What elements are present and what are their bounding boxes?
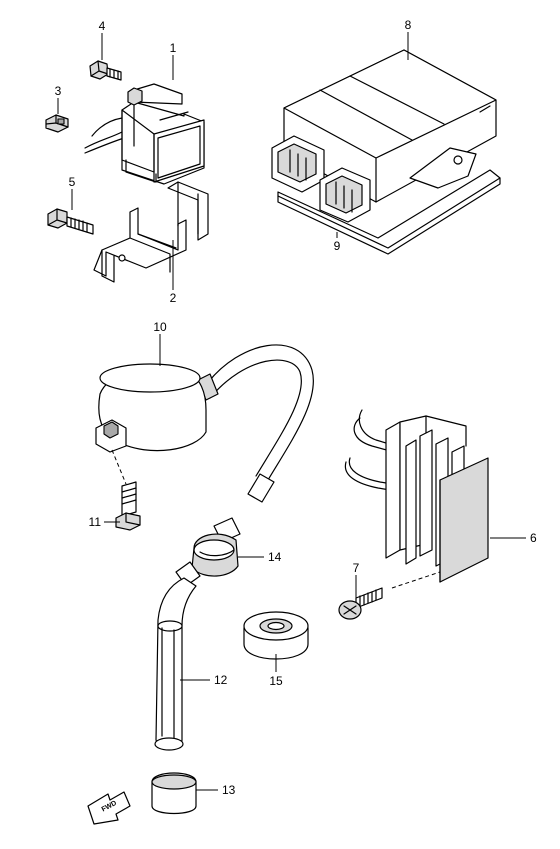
ignition-coil-part-10 bbox=[95, 344, 314, 503]
callout-1: 1 bbox=[170, 41, 177, 55]
callout-4: 4 bbox=[99, 19, 106, 33]
cap-adapter-part-14 bbox=[191, 517, 241, 577]
callout-5: 5 bbox=[69, 175, 76, 189]
assembly-line-screw-regulator bbox=[391, 571, 441, 589]
callout-14: 14 bbox=[268, 550, 282, 564]
screw-part-7 bbox=[338, 587, 383, 620]
clip-part-3 bbox=[45, 114, 69, 133]
callout-13: 13 bbox=[222, 783, 236, 797]
boot-part-13 bbox=[151, 772, 197, 815]
bolt-part-4 bbox=[89, 60, 122, 81]
leader-lines bbox=[57, 32, 526, 791]
bracket-part-2 bbox=[93, 181, 209, 283]
callout-11: 11 bbox=[89, 515, 102, 529]
callout-6: 6 bbox=[530, 531, 537, 545]
relay-part-1 bbox=[84, 83, 205, 185]
callout-3: 3 bbox=[55, 84, 62, 98]
bolt-part-11 bbox=[115, 481, 141, 531]
fwd-arrow-icon: FWD bbox=[87, 791, 131, 825]
callout-8: 8 bbox=[405, 18, 412, 32]
grommet-part-15 bbox=[243, 611, 309, 660]
bolt-part-5 bbox=[47, 208, 94, 235]
callout-15: 15 bbox=[269, 674, 283, 688]
callout-12: 12 bbox=[214, 673, 228, 687]
regulator-part-6 bbox=[344, 409, 489, 583]
callout-7: 7 bbox=[353, 561, 360, 575]
assembly-line-coil-bolt bbox=[111, 449, 127, 485]
callout-9: 9 bbox=[334, 239, 341, 253]
plug-cap-part-12 bbox=[154, 561, 201, 751]
callout-2: 2 bbox=[170, 291, 177, 305]
callout-10: 10 bbox=[153, 320, 167, 334]
cdi-unit-part-8 bbox=[271, 49, 497, 223]
plate-part-9 bbox=[277, 169, 501, 255]
